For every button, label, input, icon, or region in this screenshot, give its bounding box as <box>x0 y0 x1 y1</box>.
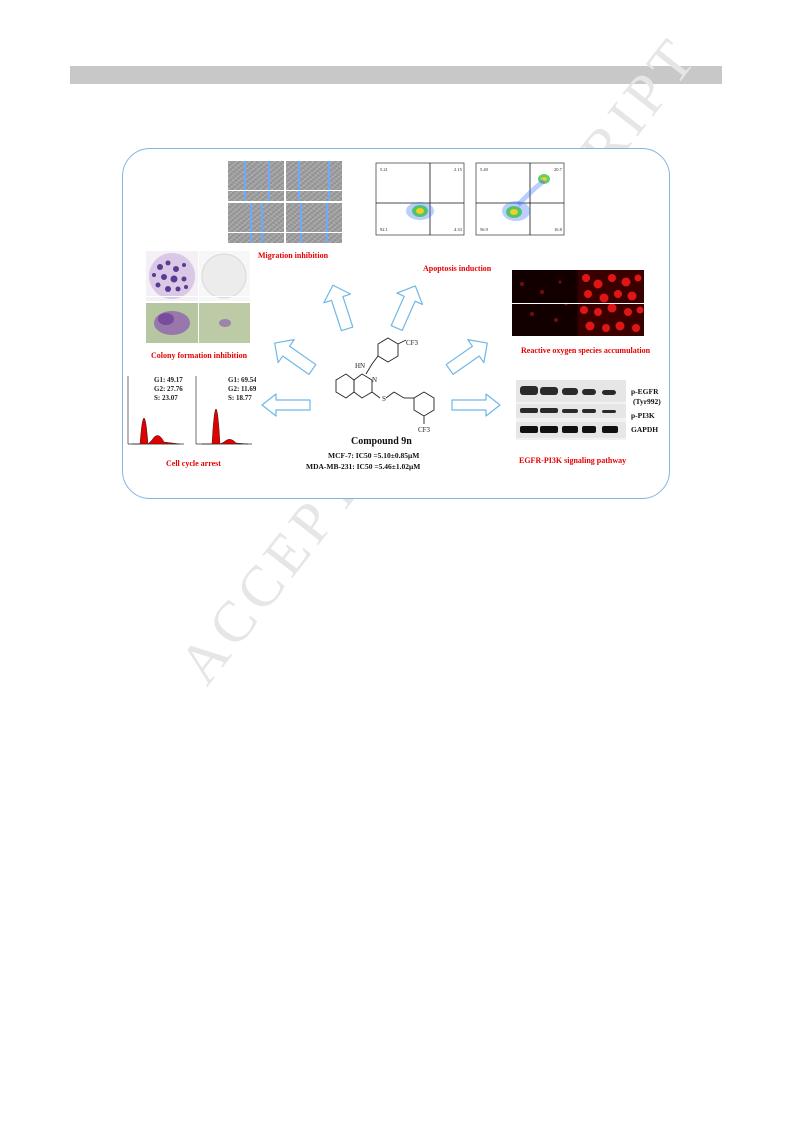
apoptosis-label: Apoptosis induction <box>423 264 492 273</box>
apoptosis-right-q4: 56.9 <box>480 227 488 232</box>
arrow-migration <box>323 284 354 332</box>
cc-right-s: S: 18.77 <box>228 394 252 402</box>
cf3-bottom: CF3 <box>418 426 431 434</box>
compound-name: Compound 9n <box>351 436 412 447</box>
s-label: S <box>382 395 386 403</box>
migration-label: Migration inhibition <box>258 251 329 260</box>
apoptosis-right-q3: 16.8 <box>554 227 562 232</box>
arrow-ros <box>445 339 488 375</box>
apoptosis-left-q1: 5.21 <box>380 167 388 172</box>
migration-panel <box>228 161 342 243</box>
cc-right-g2: G2: 11.69 <box>228 385 256 393</box>
western-blot-panel <box>516 380 626 440</box>
colony-label: Colony formation inhibition <box>151 351 248 360</box>
colony-panel <box>146 251 250 343</box>
header-bar <box>70 66 722 84</box>
blot-label-tyr: (Tyr992) <box>633 397 661 406</box>
apoptosis-right-q2: 20.7 <box>554 167 562 172</box>
blot-label-gapdh: GAPDH <box>631 425 659 434</box>
arrow-egfr <box>451 393 501 417</box>
blot-label-ppi3k: p-PI3K <box>631 411 655 420</box>
arrow-colony <box>274 339 317 375</box>
arrow-apoptosis <box>390 285 424 332</box>
arrow-cellcycle <box>261 393 311 417</box>
apoptosis-left-q3: 4.33 <box>454 227 462 232</box>
compound-mcf7: MCF-7: IC50 =5.10±0.85μM <box>328 451 420 460</box>
hn-label: HN <box>355 362 366 370</box>
ros-label: Reactive oxygen species accumulation <box>521 346 651 355</box>
cc-left-s: S: 23.07 <box>154 394 178 402</box>
cc-left-g2: G2: 27.76 <box>154 385 183 393</box>
compound-structure <box>335 337 435 424</box>
blot-label-pegfr: p-EGFR <box>631 387 659 396</box>
cc-left-g1: G1: 49.17 <box>154 376 183 384</box>
cell-cycle-panel: G1: 49.17 G2: 27.76 S: 23.07 G1: 69.54 G… <box>124 372 256 448</box>
apoptosis-right-q1: 5.40 <box>480 167 488 172</box>
apoptosis-panel: 5.21 2.15 92.1 4.33 5.40 20.7 56.9 16.8 <box>368 159 568 247</box>
apoptosis-left-q4: 92.1 <box>380 227 388 232</box>
ros-panel <box>512 270 644 336</box>
cell-cycle-label: Cell cycle arrest <box>166 459 221 468</box>
cc-right-g1: G1: 69.54 <box>228 376 256 384</box>
cf3-top: CF3 <box>406 339 419 347</box>
egfr-label: EGFR-PI3K signaling pathway <box>519 456 627 465</box>
compound-mda: MDA-MB-231: IC50 =5.46±1.02μM <box>306 462 421 471</box>
n-label: N <box>372 376 378 384</box>
apoptosis-left-q2: 2.15 <box>454 167 462 172</box>
